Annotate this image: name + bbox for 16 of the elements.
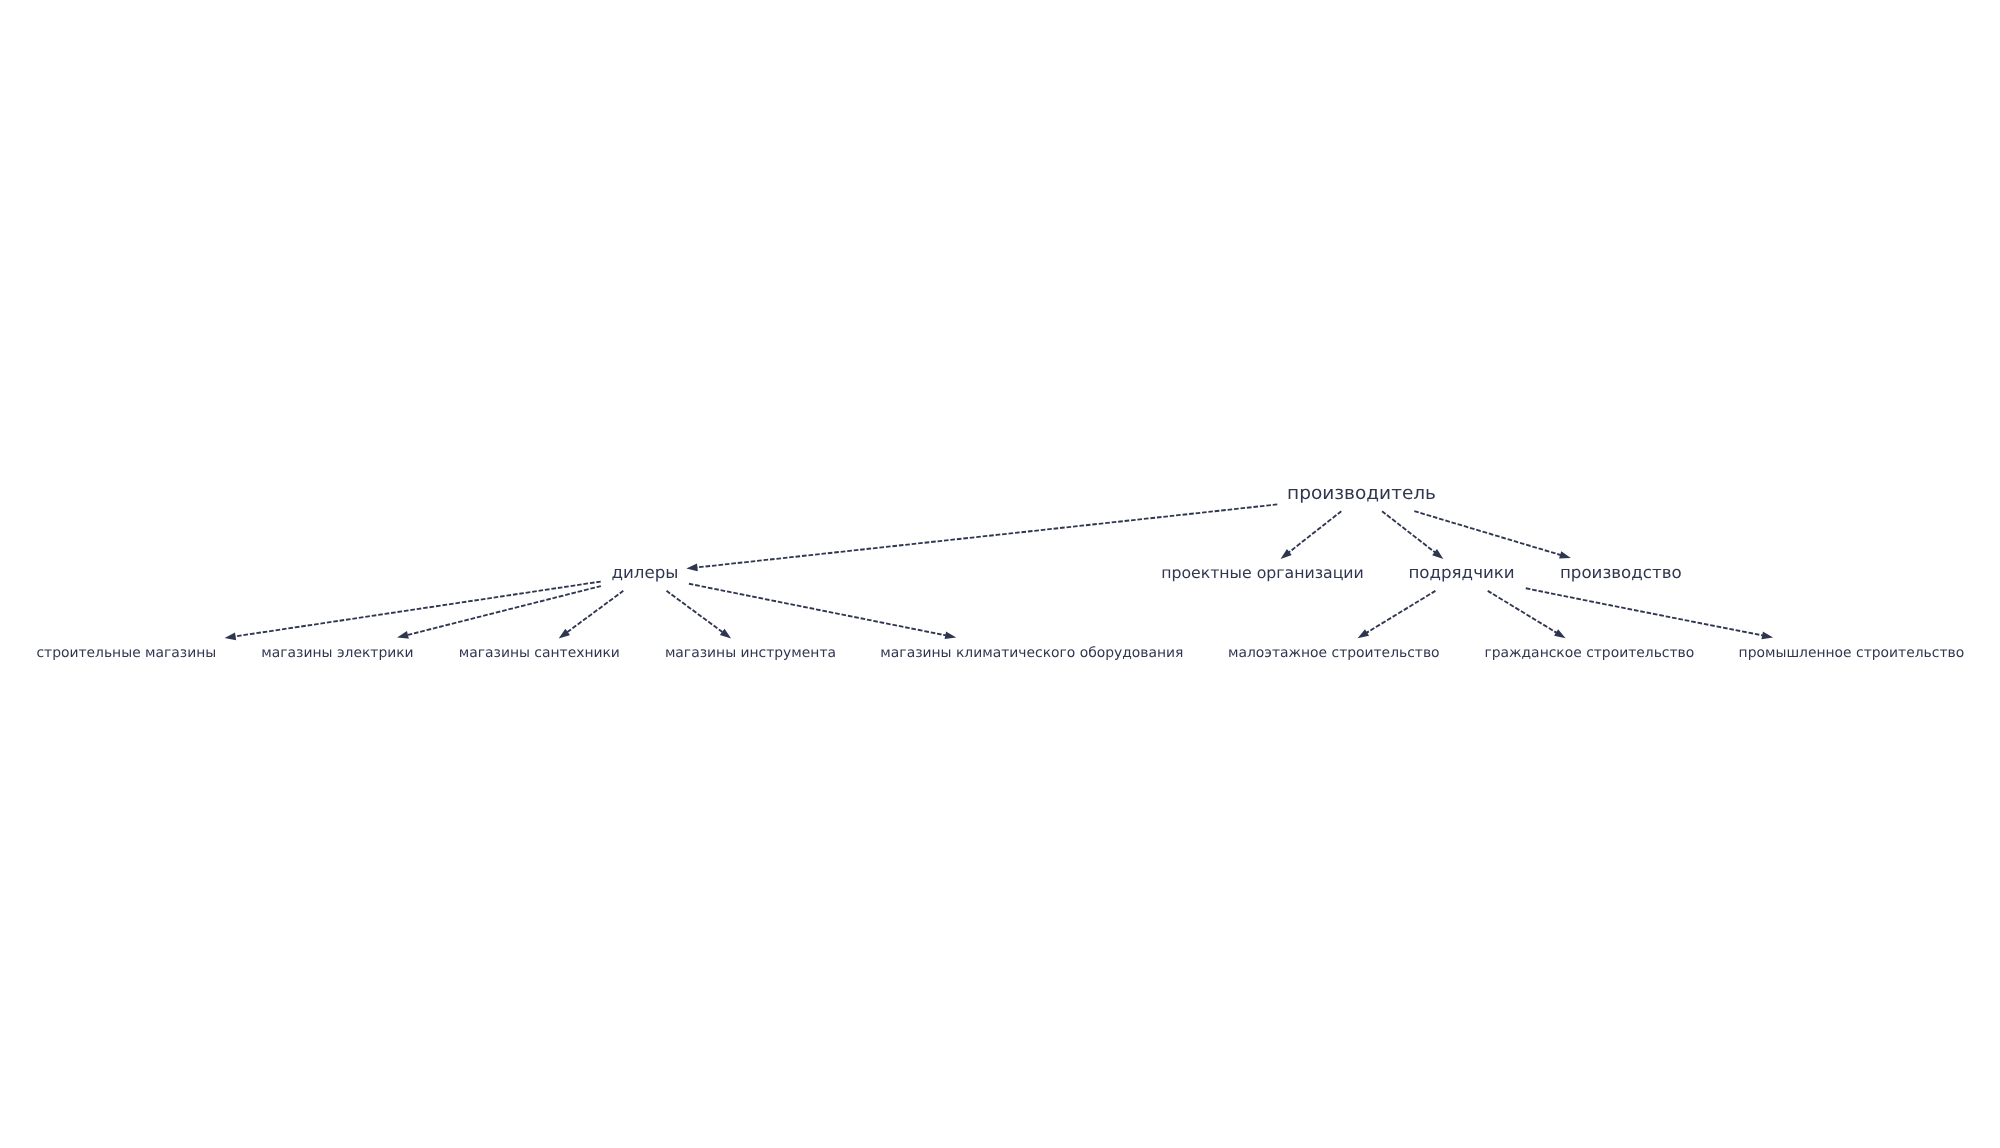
node-text: производство (1559, 562, 1682, 583)
arrow (1524, 587, 1774, 640)
arrow (558, 589, 625, 639)
arrow (1413, 510, 1571, 559)
arrow (688, 582, 957, 640)
node-text: подрядчики (1408, 562, 1515, 583)
arrow (224, 580, 602, 641)
arrow (1280, 510, 1343, 559)
arrow (686, 503, 1279, 572)
node-text: производитель (1287, 483, 1437, 505)
arrow (1486, 589, 1566, 639)
arrow (1357, 589, 1437, 639)
arrow (397, 585, 602, 639)
arrow (665, 589, 732, 639)
arrow (1381, 510, 1444, 559)
node-text: дилеры (611, 562, 679, 583)
